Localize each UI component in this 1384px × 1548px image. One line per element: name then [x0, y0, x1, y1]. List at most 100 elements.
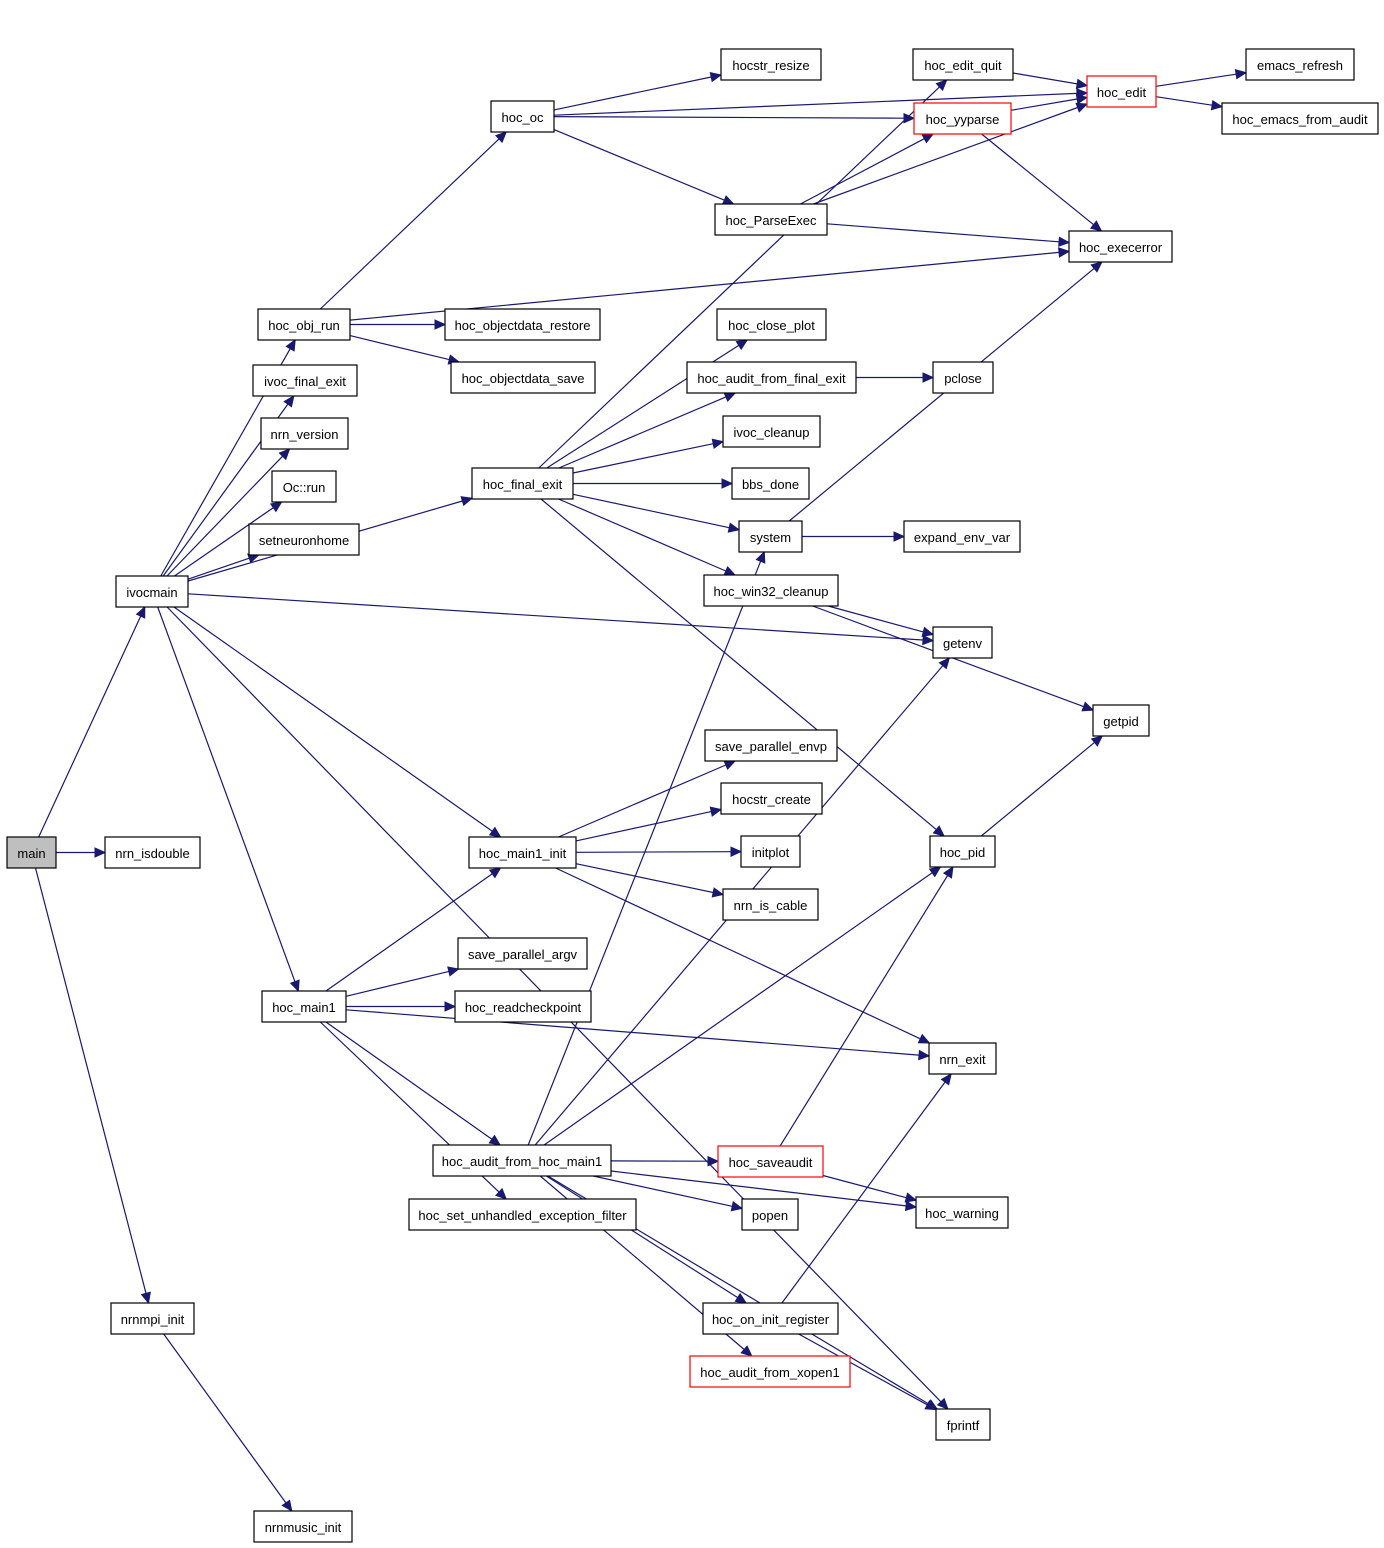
node-label: nrn_is_cable	[734, 898, 808, 913]
node-box	[738, 520, 803, 553]
node-hoc-pid[interactable]: hoc_pid	[929, 835, 996, 868]
arrowhead	[1090, 735, 1104, 747]
node-box	[686, 361, 857, 394]
node-save-parallel-envp[interactable]: save_parallel_envp	[704, 729, 838, 762]
node-nrn-is-cable[interactable]: nrn_is_cable	[722, 888, 819, 921]
node-label: fprintf	[947, 1418, 980, 1433]
edge-line	[543, 872, 933, 1146]
edge-nrnmpi-init-to-nrnmusic-init	[163, 1333, 293, 1512]
node-bbs-done[interactable]: bbs_done	[731, 467, 810, 500]
nodes-layer: main ivocmain nrn_isdouble nrnmpi_initnrnmu…	[6, 48, 1379, 1543]
node-hoc-saveaudit[interactable]: hoc_saveaudit	[717, 1145, 824, 1178]
node-popen[interactable]: popen	[741, 1198, 799, 1231]
node-hoc-audit-from-hoc-main1[interactable]: hoc_audit_from_hoc_main1	[432, 1144, 612, 1177]
node-initplot[interactable]: initplot	[740, 835, 801, 868]
node-hoc-audit-from-xopen1[interactable]: hoc_audit_from_xopen1	[689, 1355, 851, 1388]
node-box	[717, 1145, 824, 1178]
node-hoc-obj-run[interactable]: hoc_obj_run	[257, 308, 351, 341]
edge-line	[538, 86, 940, 469]
node-ivocmain[interactable]: ivocmain	[115, 575, 189, 608]
arrowhead	[922, 372, 935, 383]
edge-hoc-oc-to-hocstr-resize	[553, 71, 723, 111]
node-hoc-edit-quit[interactable]: hoc_edit_quit	[912, 48, 1014, 81]
edge-line	[575, 851, 732, 853]
node-nrn-exit[interactable]: nrn_exit	[928, 1042, 997, 1075]
node-fprintf[interactable]: fprintf	[935, 1408, 991, 1441]
edge-hoc-audit-from-hoc-main1-to-hoc-warning	[610, 1170, 918, 1212]
node-hoc-yyparse[interactable]: hoc_yyparse	[913, 102, 1012, 135]
node-hoc-emacs-from-audit[interactable]: hoc_emacs_from_audit	[1221, 102, 1379, 135]
node-hoc-on-init-register[interactable]: hoc_on_init_register	[702, 1302, 839, 1335]
node-hoc-set-unhandled-exception-filter[interactable]: hoc_set_unhandled_exception_filter	[408, 1198, 637, 1231]
node-emacs-refresh[interactable]: emacs_refresh	[1245, 48, 1355, 81]
node-hoc-main1[interactable]: hoc_main1	[261, 990, 347, 1023]
edge-hoc-audit-from-hoc-main1-to-hoc-pid	[543, 866, 942, 1146]
node-box	[454, 990, 592, 1023]
arrowhead	[495, 131, 508, 144]
node-box	[115, 575, 189, 608]
node-pclose[interactable]: pclose	[932, 361, 994, 394]
arrowhead	[283, 395, 295, 408]
node-label: hoc_final_exit	[483, 477, 563, 492]
node-system[interactable]: system	[738, 520, 803, 553]
node-nrn-isdouble[interactable]: nrn_isdouble	[104, 836, 201, 869]
node-box	[1221, 102, 1379, 135]
arrowhead	[1089, 220, 1103, 232]
node-getenv[interactable]: getenv	[932, 626, 993, 659]
edge-hoc-final-exit-to-ivoc-cleanup	[572, 438, 725, 474]
edge-hoc-final-exit-to-hoc-close-plot	[546, 339, 749, 469]
arrowhead	[289, 979, 300, 993]
node-label: hoc_yyparse	[926, 112, 1000, 127]
node-getpid[interactable]: getpid	[1092, 704, 1150, 737]
arrowhead	[928, 866, 942, 878]
node-ivoc-cleanup[interactable]: ivoc_cleanup	[722, 415, 821, 448]
arrowhead	[723, 392, 737, 403]
node-save-parallel-argv[interactable]: save_parallel_argv	[457, 937, 588, 970]
arrowhead	[917, 1033, 931, 1044]
arrowhead	[711, 438, 725, 449]
edge-line	[610, 1170, 907, 1207]
node-nrnmusic-init[interactable]: nrnmusic_init	[253, 1510, 353, 1543]
arrowhead	[904, 1200, 918, 1212]
node-box	[932, 626, 993, 659]
node-nrn-version[interactable]: nrn_version	[260, 417, 349, 450]
node-hoc-readcheckpoint[interactable]: hoc_readcheckpoint	[454, 990, 592, 1023]
node-hoc-main1-init[interactable]: hoc_main1_init	[468, 836, 577, 869]
edge-line	[187, 593, 924, 641]
node-hoc-oc[interactable]: hoc_oc	[490, 100, 555, 133]
node-box	[271, 470, 337, 503]
edge-line	[813, 106, 1078, 205]
node-hoc-execerror[interactable]: hoc_execerror	[1068, 230, 1173, 263]
node-hocstr-create[interactable]: hocstr_create	[720, 782, 823, 815]
node-label: save_parallel_argv	[468, 947, 578, 962]
node-expand-env-var[interactable]: expand_env_var	[903, 520, 1021, 553]
edge-hoc-main1-to-nrn-exit	[345, 1009, 931, 1061]
node-hocstr-resize[interactable]: hocstr_resize	[720, 48, 822, 81]
node-hoc-close-plot[interactable]: hoc_close_plot	[716, 308, 827, 341]
node-oc-run[interactable]: Oc::run	[271, 470, 337, 503]
node-hoc-final-exit[interactable]: hoc_final_exit	[471, 467, 574, 500]
arrowhead	[730, 846, 743, 857]
node-box	[912, 48, 1014, 81]
node-hoc-objectdata-save[interactable]: hoc_objectdata_save	[450, 361, 596, 394]
node-hoc-objectdata-restore[interactable]: hoc_objectdata_restore	[444, 308, 601, 341]
arrowhead	[904, 1192, 918, 1203]
node-label: ivoc_cleanup	[734, 425, 810, 440]
node-hoc-win32-cleanup[interactable]: hoc_win32_cleanup	[703, 574, 839, 607]
edge-line	[163, 1333, 287, 1504]
arrowhead	[940, 1073, 952, 1086]
edge-line	[34, 867, 147, 1294]
edge-hoc-main1-init-to-hocstr-create	[575, 806, 723, 842]
node-nrnmpi-init[interactable]: nrnmpi_init	[110, 1302, 195, 1335]
node-hoc-audit-from-final-exit[interactable]: hoc_audit_from_final_exit	[686, 361, 857, 394]
node-label: hoc_objectdata_save	[462, 371, 585, 386]
edge-hoc-final-exit-to-hoc-pid	[540, 498, 945, 837]
node-hoc-warning[interactable]: hoc_warning	[915, 1196, 1009, 1229]
node-hoc-ParseExec[interactable]: hoc_ParseExec	[714, 203, 828, 236]
node-ivoc-final-exit[interactable]: ivoc_final_exit	[252, 364, 358, 397]
node-setneuronhome[interactable]: setneuronhome	[248, 523, 360, 556]
node-main[interactable]: main	[6, 836, 57, 869]
node-hoc-edit[interactable]: hoc_edit	[1086, 75, 1157, 108]
edge-line	[800, 138, 925, 205]
node-label: bbs_done	[742, 477, 799, 492]
